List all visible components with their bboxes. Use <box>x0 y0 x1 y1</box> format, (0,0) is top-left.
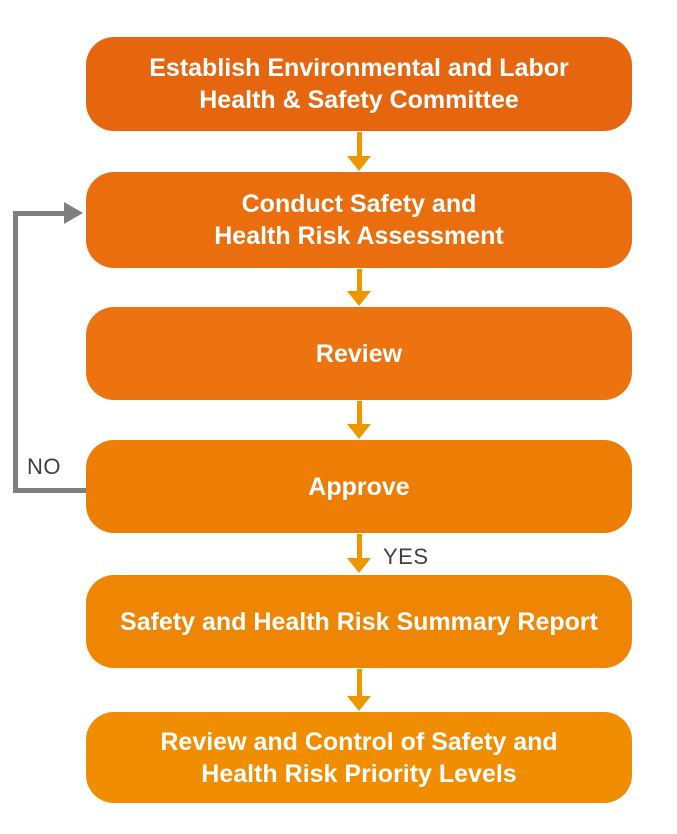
node-summary-report: Safety and Health Risk Summary Report <box>86 575 632 668</box>
node-review: Review <box>86 307 632 400</box>
node-establish-committee: Establish Environmental and Labor Health… <box>86 37 632 131</box>
arrow-stem <box>356 269 362 292</box>
arrow-down-icon <box>347 424 371 439</box>
node-label-line: Review and Control of Safety and <box>160 727 558 756</box>
no-loop-vertical-segment <box>13 211 18 493</box>
arrow-down-icon <box>347 558 371 573</box>
node-label-line: Establish Environmental and Labor <box>149 54 569 82</box>
arrow-stem <box>356 534 362 559</box>
edge-label-no: NO <box>27 454 61 479</box>
edge-label-yes: YES <box>383 544 429 569</box>
arrow-stem <box>356 401 362 425</box>
no-loop-bottom-segment <box>13 488 86 493</box>
node-label-line: Review <box>315 339 403 368</box>
flow-arrow-review-to-approve <box>347 401 371 439</box>
flow-arrow-approve-to-report <box>347 534 371 573</box>
no-loop-top-segment <box>13 211 66 216</box>
arrow-stem <box>356 132 362 157</box>
arrow-down-icon <box>347 696 371 711</box>
node-label-line: Conduct Safety and <box>241 190 477 218</box>
node-conduct-assessment: Conduct Safety and Health Risk Assessmen… <box>86 172 632 268</box>
node-label-line: Approve <box>308 472 410 501</box>
node-label-line: Health Risk Priority Levels <box>201 759 517 788</box>
arrow-stem <box>356 669 362 697</box>
flow-arrow-assessment-to-review <box>347 269 371 306</box>
arrow-down-icon <box>347 291 371 306</box>
node-approve: Approve <box>86 440 632 533</box>
arrow-down-icon <box>347 156 371 171</box>
node-label-line: Health & Safety Committee <box>199 86 519 114</box>
arrow-right-icon <box>64 202 83 224</box>
flow-arrow-committee-to-assessment <box>347 132 371 171</box>
node-label-line: Health Risk Assessment <box>214 222 504 250</box>
node-priority-levels: Review and Control of Safety and Health … <box>86 712 632 803</box>
node-label-line: Safety and Health Risk Summary Report <box>120 607 598 636</box>
flow-arrow-report-to-priority <box>347 669 371 711</box>
